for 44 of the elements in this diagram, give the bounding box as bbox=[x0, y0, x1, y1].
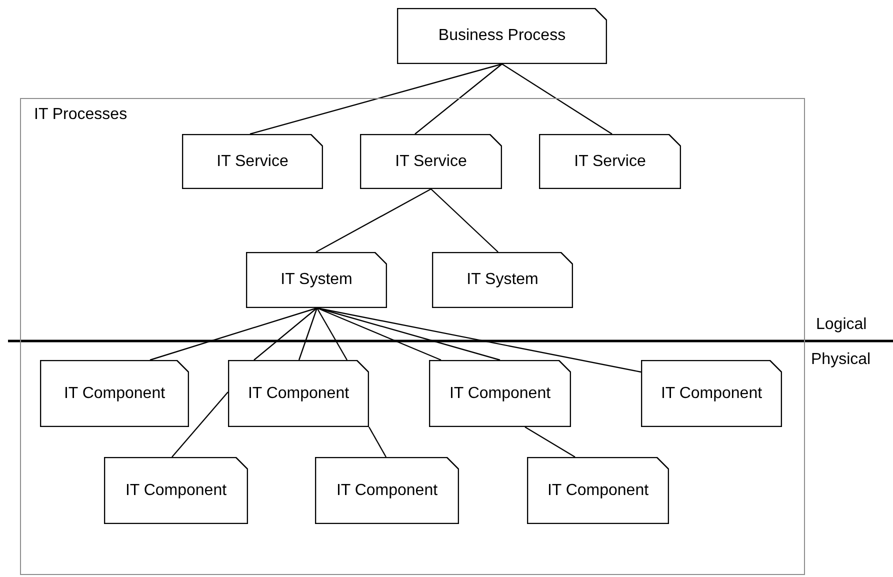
note-box bbox=[40, 360, 189, 427]
note-box bbox=[432, 252, 573, 308]
node-label: IT Service bbox=[573, 152, 647, 172]
connector-line bbox=[150, 307, 318, 361]
node-label: IT System bbox=[466, 270, 540, 290]
connector-line bbox=[368, 426, 387, 458]
connector-line bbox=[502, 64, 612, 134]
note-box bbox=[315, 457, 459, 524]
connector-line bbox=[298, 308, 318, 360]
connector-line bbox=[316, 307, 500, 361]
layer-label: Logical bbox=[816, 315, 867, 335]
node-label: IT System bbox=[280, 270, 354, 290]
connector-line bbox=[254, 308, 318, 360]
layer-label: Physical bbox=[811, 350, 871, 370]
node-label: IT Component bbox=[448, 384, 552, 404]
note-box bbox=[360, 134, 502, 189]
node-label: IT Component bbox=[660, 384, 764, 404]
connector-line bbox=[316, 307, 442, 361]
connector-line bbox=[250, 63, 502, 135]
node-label: IT Component bbox=[335, 480, 439, 500]
connector-line bbox=[172, 392, 228, 458]
node-label: IT Service bbox=[394, 152, 468, 172]
connector-line bbox=[316, 308, 348, 360]
node-label: IT Service bbox=[216, 152, 290, 172]
connector-line bbox=[524, 426, 576, 458]
group-frame bbox=[20, 98, 805, 575]
connector-line bbox=[316, 188, 432, 253]
note-box bbox=[228, 360, 369, 427]
note-box bbox=[397, 8, 607, 64]
note-box bbox=[246, 252, 387, 308]
note-box bbox=[182, 134, 323, 189]
node-label: IT Component bbox=[246, 384, 350, 404]
note-box bbox=[104, 457, 248, 524]
node-label: IT Component bbox=[124, 480, 228, 500]
note-box bbox=[527, 457, 669, 524]
note-box bbox=[429, 360, 571, 427]
note-box bbox=[641, 360, 782, 427]
node-label: Business Process bbox=[437, 26, 567, 46]
group-heading: IT Processes bbox=[34, 105, 128, 125]
node-label: IT Component bbox=[546, 480, 650, 500]
connector-line bbox=[430, 188, 498, 252]
note-box bbox=[539, 134, 681, 189]
connector-line bbox=[414, 64, 502, 134]
node-label: IT Component bbox=[62, 384, 166, 404]
